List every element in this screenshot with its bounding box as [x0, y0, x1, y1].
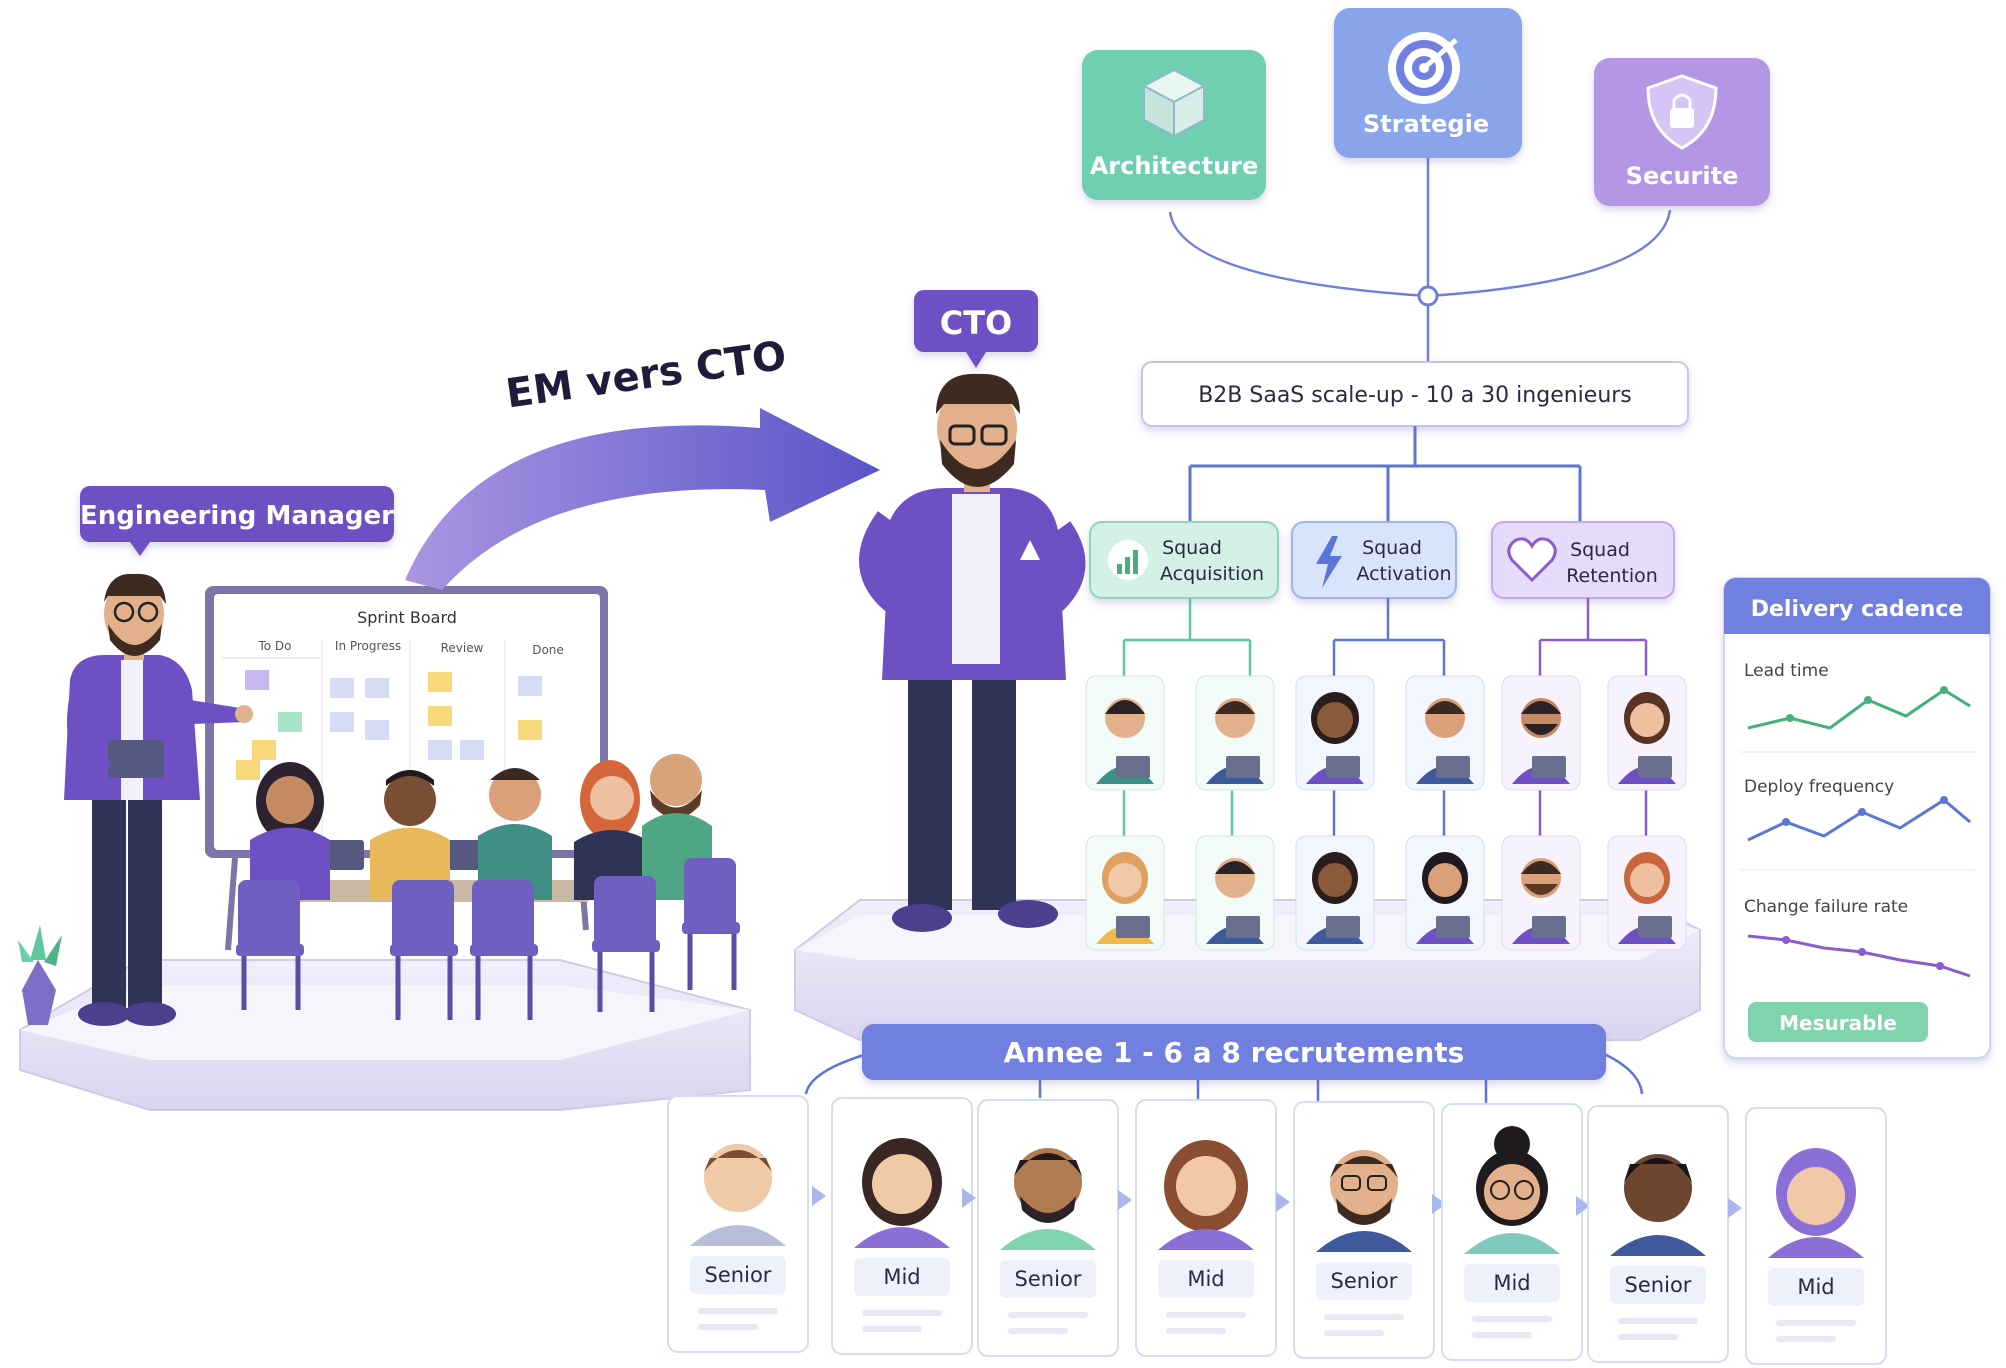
hire-level-label: Senior	[1015, 1267, 1082, 1291]
metric-label: Deploy frequency	[1744, 777, 1894, 797]
shield-lock-icon	[1646, 74, 1718, 150]
board-column-done: Done	[518, 643, 564, 740]
timeline-chevron	[962, 1188, 976, 1208]
em-label: Engineering Manager	[80, 501, 394, 531]
delivery-cadence-title: Delivery cadence	[1751, 597, 1964, 622]
squad-label-line1: Squad	[1362, 537, 1422, 559]
metric-lead-time: Lead time	[1740, 661, 1976, 753]
hire-card: Senior	[1587, 1105, 1729, 1363]
hire-level-label: Senior	[1625, 1273, 1692, 1297]
pillar-label: Strategie	[1363, 110, 1489, 138]
bar-chart-icon	[1108, 540, 1148, 580]
mesurable-label: Mesurable	[1779, 1011, 1897, 1035]
board-column-label: Review	[441, 641, 484, 655]
board-column-todo: To Do	[222, 639, 320, 780]
team-platform	[19, 959, 751, 1111]
hire-card: Senior	[977, 1099, 1119, 1357]
member-card	[1405, 675, 1485, 791]
pillar-label: Architecture	[1090, 152, 1259, 180]
hire-level-label: Senior	[705, 1263, 772, 1287]
company-box: B2B SaaS scale-up - 10 a 30 ingenieurs	[1141, 361, 1689, 427]
plant-decoration	[18, 925, 62, 1025]
hire-card: Senior	[1293, 1101, 1435, 1359]
engineering-manager-figure	[64, 573, 253, 1026]
hiring-title: Annee 1 - 6 a 8 recrutements	[1004, 1036, 1465, 1069]
squad-connectors	[1188, 426, 1582, 522]
pillar-strategie: Strategie	[1334, 8, 1522, 158]
cube-icon	[1141, 68, 1207, 138]
hire-level-label: Mid	[1187, 1267, 1224, 1291]
timeline-chevron	[1118, 1190, 1132, 1210]
em-label-badge: Engineering Manager	[80, 486, 394, 556]
member-card	[1501, 675, 1581, 791]
pillar-architecture: Architecture	[1082, 50, 1266, 200]
hire-card: Senior	[667, 1095, 809, 1353]
squad-label-line2: Activation	[1356, 563, 1451, 585]
metric-label: Change failure rate	[1744, 897, 1908, 917]
company-label: B2B SaaS scale-up - 10 a 30 ingenieurs	[1198, 383, 1632, 408]
timeline-chevron	[1276, 1192, 1290, 1212]
board-column-label: Done	[532, 643, 564, 657]
squad-retention: Squad Retention	[1491, 521, 1675, 599]
delivery-cadence-panel: Delivery cadence Lead time Deploy freque…	[1723, 577, 1991, 1059]
squad-label-line1: Squad	[1570, 539, 1630, 561]
metric-change-failure-rate: Change failure rate	[1744, 897, 1971, 978]
hire-card: Mid	[1745, 1107, 1887, 1365]
mesurable-badge	[1748, 1002, 1928, 1042]
member-card	[1085, 675, 1165, 791]
pillar-junction	[1417, 285, 1439, 307]
metric-label: Lead time	[1744, 661, 1829, 681]
board-column-review: Review	[428, 641, 484, 760]
heart-icon	[1507, 537, 1557, 583]
squad-label-line2: Retention	[1566, 565, 1658, 587]
member-card	[1295, 675, 1375, 791]
pillar-securite: Securite	[1594, 58, 1770, 206]
member-card	[1295, 835, 1375, 951]
member-card	[1085, 835, 1165, 951]
board-column-label: In Progress	[335, 639, 401, 653]
member-card	[1607, 835, 1687, 951]
member-card	[1405, 835, 1485, 951]
metric-deploy-frequency: Deploy frequency	[1740, 777, 1976, 871]
pillar-label: Securite	[1626, 162, 1739, 190]
team-meeting	[236, 754, 740, 1020]
hire-card: Mid	[831, 1097, 973, 1355]
timeline-chevron	[1576, 1196, 1590, 1216]
board-column-label: To Do	[257, 639, 291, 653]
sprint-board-title: Sprint Board	[357, 608, 457, 627]
member-card	[1195, 835, 1275, 951]
pillar-connectors	[1168, 148, 1672, 362]
timeline-chevron	[1728, 1198, 1742, 1218]
transition-arrow-label: EM vers CTO	[503, 333, 789, 418]
lightning-icon	[1316, 536, 1342, 588]
member-card	[1501, 835, 1581, 951]
timeline-chevron	[1432, 1194, 1446, 1214]
hiring-title-banner: Annee 1 - 6 a 8 recrutements	[862, 1024, 1606, 1080]
cto-label-badge: CTO	[914, 290, 1038, 368]
target-icon	[1388, 32, 1460, 104]
hire-card: Mid	[1135, 1099, 1277, 1357]
hire-level-label: Mid	[1797, 1275, 1834, 1299]
timeline-chevron	[812, 1186, 826, 1206]
hire-level-label: Mid	[1493, 1271, 1530, 1295]
squad-acquisition: Squad Acquisition	[1089, 521, 1279, 599]
member-connectors	[1122, 598, 1648, 836]
squad-activation: Squad Activation	[1291, 521, 1457, 599]
squad-members	[1085, 675, 1687, 951]
hire-level-label: Senior	[1331, 1269, 1398, 1293]
cto-label: CTO	[940, 304, 1013, 342]
member-card	[1195, 675, 1275, 791]
squad-label-line2: Acquisition	[1160, 563, 1264, 585]
cto-figure	[859, 373, 1086, 932]
board-column-in-progress: In Progress	[330, 639, 401, 740]
hire-level-label: Mid	[883, 1265, 920, 1289]
transition-arrow: EM vers CTO	[405, 333, 880, 590]
hire-card: Mid	[1441, 1103, 1583, 1361]
member-card	[1607, 675, 1687, 791]
hiring-timeline: Senior Mid Senior Mid	[667, 1095, 1887, 1365]
squad-label-line1: Squad	[1162, 537, 1222, 559]
